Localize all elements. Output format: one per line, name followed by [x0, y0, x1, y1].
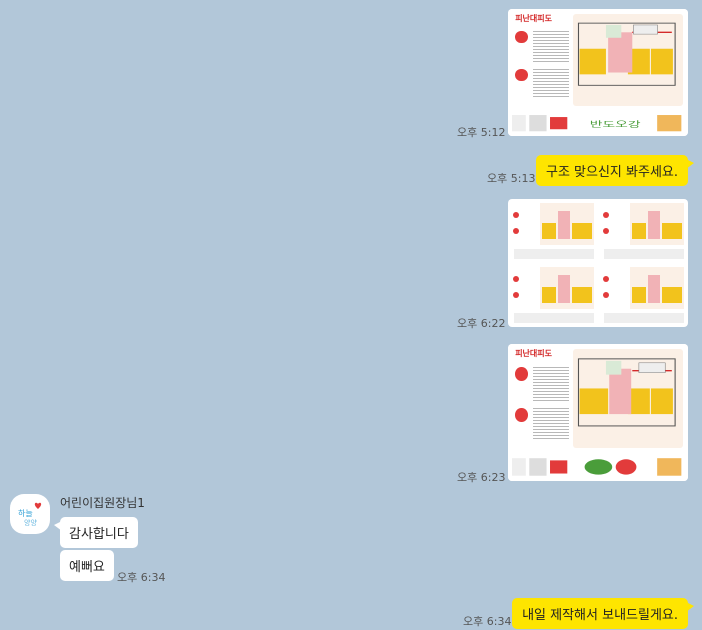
- poster-footer: [511, 456, 685, 478]
- poster-title: 피난대피도: [515, 349, 552, 359]
- svg-text:반도오강: 반도오강: [589, 119, 641, 129]
- poster-footer: 반도오강: [511, 113, 685, 133]
- evacuation-map-poster: 피난대피도: [508, 344, 688, 481]
- grid-thumb: [600, 201, 686, 261]
- message-time: 오후 6:34: [117, 571, 166, 584]
- profile-logo-icon: 하늘 양양: [18, 502, 42, 527]
- grid-thumb: [600, 265, 686, 325]
- image-message-evacuation-map[interactable]: 피난대피도 반도오강: [508, 9, 688, 136]
- floor-plan: [572, 14, 683, 106]
- evacuation-map-poster: 피난대피도 반도오강: [508, 9, 688, 136]
- message-time: 오후 5:13: [487, 172, 536, 185]
- my-message-bubble[interactable]: 구조 맞으신지 봐주세요.: [536, 155, 694, 186]
- message-time: 오후 5:12: [457, 126, 506, 139]
- image-message-grid[interactable]: [508, 199, 688, 327]
- grid-thumb: [510, 201, 596, 261]
- svg-text:양양: 양양: [24, 519, 37, 527]
- poster-title: 피난대피도: [515, 13, 552, 23]
- sender-name: 어린이집원장님1: [60, 496, 145, 510]
- message-time: 오후 6:23: [457, 471, 506, 484]
- svg-text:하늘: 하늘: [18, 508, 33, 518]
- message-time: 오후 6:22: [457, 317, 506, 330]
- message-time: 오후 6:34: [463, 615, 512, 628]
- other-message-bubble[interactable]: 예뻐요: [60, 550, 114, 581]
- other-message-bubble[interactable]: 감사합니다: [54, 517, 138, 548]
- grid-thumb: [510, 265, 596, 325]
- avatar[interactable]: 하늘 양양: [10, 494, 50, 534]
- floor-plan: [572, 349, 683, 449]
- image-message-evacuation-map[interactable]: 피난대피도: [508, 344, 688, 481]
- my-message-bubble[interactable]: 내일 제작해서 보내드릴게요.: [512, 598, 694, 629]
